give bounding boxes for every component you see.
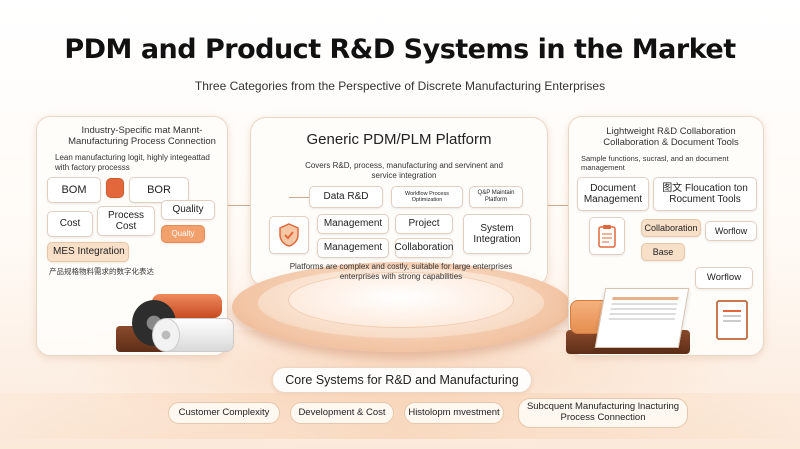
left-connector (228, 205, 250, 206)
left-description: Lean manufacturing logit, highly integea… (55, 153, 210, 172)
cost-chip: Cost (47, 211, 93, 237)
mes-integration-chip: MES Integration (47, 242, 129, 262)
workflow-chip: Workflow Process Optimization (391, 186, 463, 208)
right-connector (548, 205, 568, 206)
workflow-chip-right-2: Worflow (695, 267, 753, 289)
quality-chip: Quality (161, 200, 215, 220)
roll-white-end (152, 318, 180, 352)
investment-pill: Histolopm mvestment (404, 402, 504, 424)
page-title: PDM and Product R&D Systems in the Marke… (64, 34, 736, 65)
platform-chip: Q&P Maintain Platform (469, 186, 523, 208)
data-rd-chip: Data R&D (309, 186, 383, 208)
right-heading: Lightweight R&D Collaboration Collaborat… (603, 126, 739, 149)
center-description: Covers R&D, process, manufacturing and s… (305, 161, 503, 180)
quality-chip-orange: Qualty (161, 225, 205, 243)
core-systems-label: Core Systems for R&D and Manufacturing (272, 367, 532, 393)
bom-chip: BOM (47, 177, 101, 203)
process-connection-pill: Subcquent Manufacturing lnacturing Proce… (518, 398, 688, 428)
workflow-chip-right: Worflow (705, 221, 757, 241)
orange-block (106, 178, 124, 198)
podium-caption: Platforms are complex and costly, suitab… (289, 262, 513, 281)
document-tools-chip: 图文 Floucation ton Rocument Tools (653, 177, 757, 211)
collaboration-chip: Collaboration (395, 238, 453, 258)
collaboration-chip-right: Collaboration (641, 219, 701, 237)
podium-top (288, 272, 514, 328)
generic-plm-panel: Generic PDM/PLM Platform Covers R&D, pro… (250, 117, 548, 287)
customer-complexity-pill: Customer Complexity (168, 402, 280, 424)
document-sheet (594, 288, 690, 348)
center-heading: Generic PDM/PLM Platform (306, 131, 492, 148)
industry-specific-panel: Industry-Specific mat Mannt- Manufacturi… (36, 116, 228, 356)
base-chip: Base (641, 243, 685, 261)
bor-chip: BOR (129, 177, 189, 203)
management-chip: Management (317, 214, 389, 234)
process-cost-chip: Process Cost (97, 206, 155, 236)
left-footnote: 产品规格物料需求的数字化表达 (49, 267, 154, 276)
connector-line (289, 197, 309, 198)
shield-icon (269, 216, 309, 254)
clipboard-small-icon (716, 300, 748, 340)
management-chip-2: Management (317, 238, 389, 258)
project-chip: Project (395, 214, 453, 234)
page-subtitle: Three Categories from the Perspective of… (194, 79, 606, 93)
document-management-chip: Document Management (577, 177, 649, 211)
clipboard-icon (589, 217, 625, 255)
right-description: Sample functions, sucrasl, and an docume… (581, 154, 729, 172)
left-heading: Industry-Specific mat Mannt- Manufacturi… (68, 125, 216, 148)
system-integration-chip: System Integration (463, 214, 531, 254)
development-cost-pill: Development & Cost (290, 402, 394, 424)
